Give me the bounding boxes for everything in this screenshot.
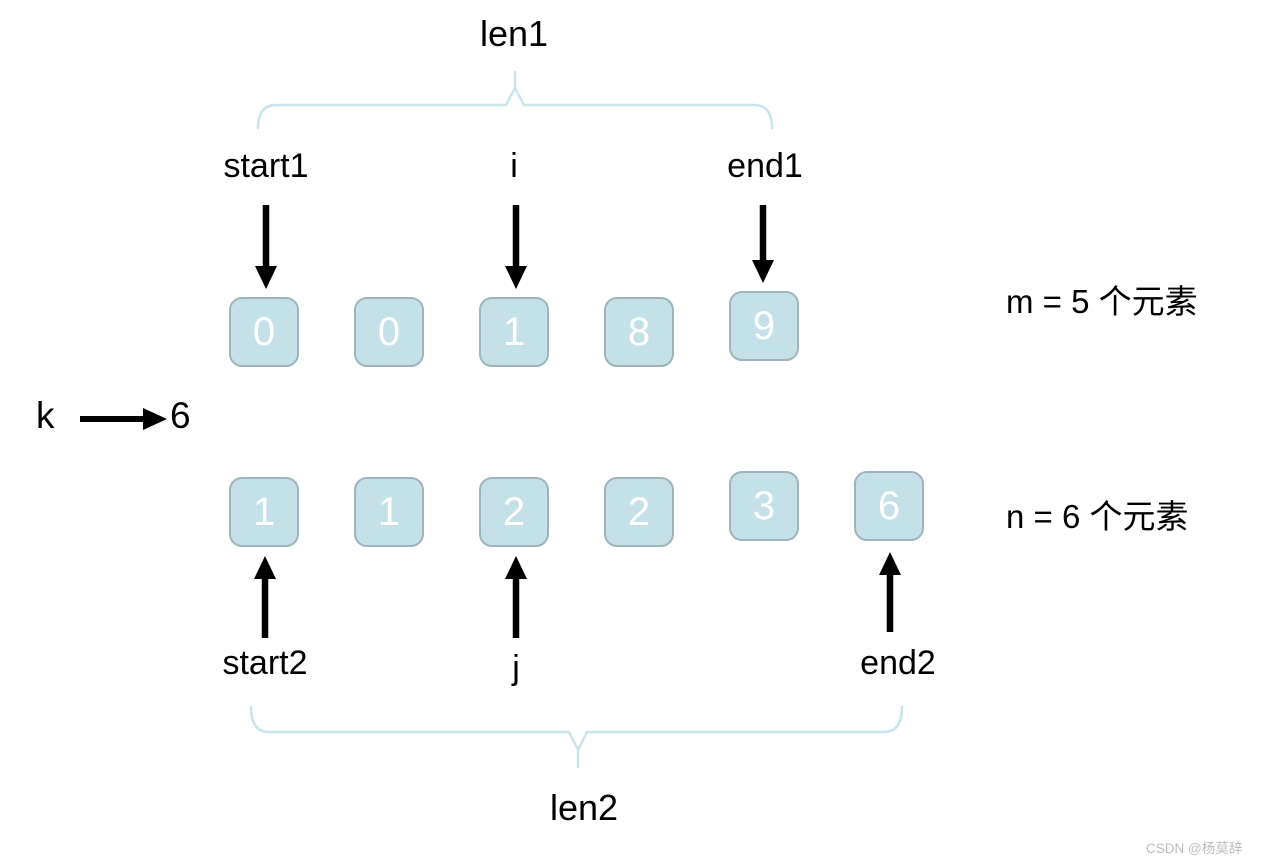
array1-cell: 8: [604, 297, 674, 367]
start2-label: start2: [222, 644, 308, 682]
i-arrow-icon: [505, 205, 527, 289]
end2-label: end2: [860, 644, 936, 682]
end1-label: end1: [727, 147, 803, 185]
array1-cell: 1: [479, 297, 549, 367]
end2-arrow-icon: [879, 552, 901, 632]
array2-cell: 3: [729, 471, 799, 541]
j-arrow-icon: [505, 556, 527, 638]
array2-cell: 1: [229, 477, 299, 547]
array1-cell: 0: [229, 297, 299, 367]
array1-cell: 0: [354, 297, 424, 367]
i-label: i: [510, 147, 518, 185]
start2-arrow-icon: [254, 556, 276, 638]
array2-cell: 1: [354, 477, 424, 547]
array1-cell: 9: [729, 291, 799, 361]
array1-count-label: m = 5 个元素: [1006, 283, 1198, 320]
start1-arrow-icon: [255, 205, 277, 289]
array2-cell: 6: [854, 471, 924, 541]
k-label: k: [36, 395, 55, 436]
array2-cell: 2: [479, 477, 549, 547]
j-label: j: [512, 649, 520, 687]
len2-brace-icon: [249, 705, 904, 769]
k-arrow-icon: [80, 408, 167, 430]
len1-brace-icon: [256, 70, 774, 130]
k-value: 6: [170, 395, 191, 436]
start1-label: start1: [223, 147, 309, 185]
array2-cell: 2: [604, 477, 674, 547]
csdn-watermark: CSDN @杨莫辞: [1146, 841, 1243, 856]
len2-label: len2: [549, 787, 619, 828]
end1-arrow-icon: [752, 205, 774, 283]
len1-label: len1: [479, 13, 549, 54]
array2-count-label: n = 6 个元素: [1006, 498, 1189, 535]
